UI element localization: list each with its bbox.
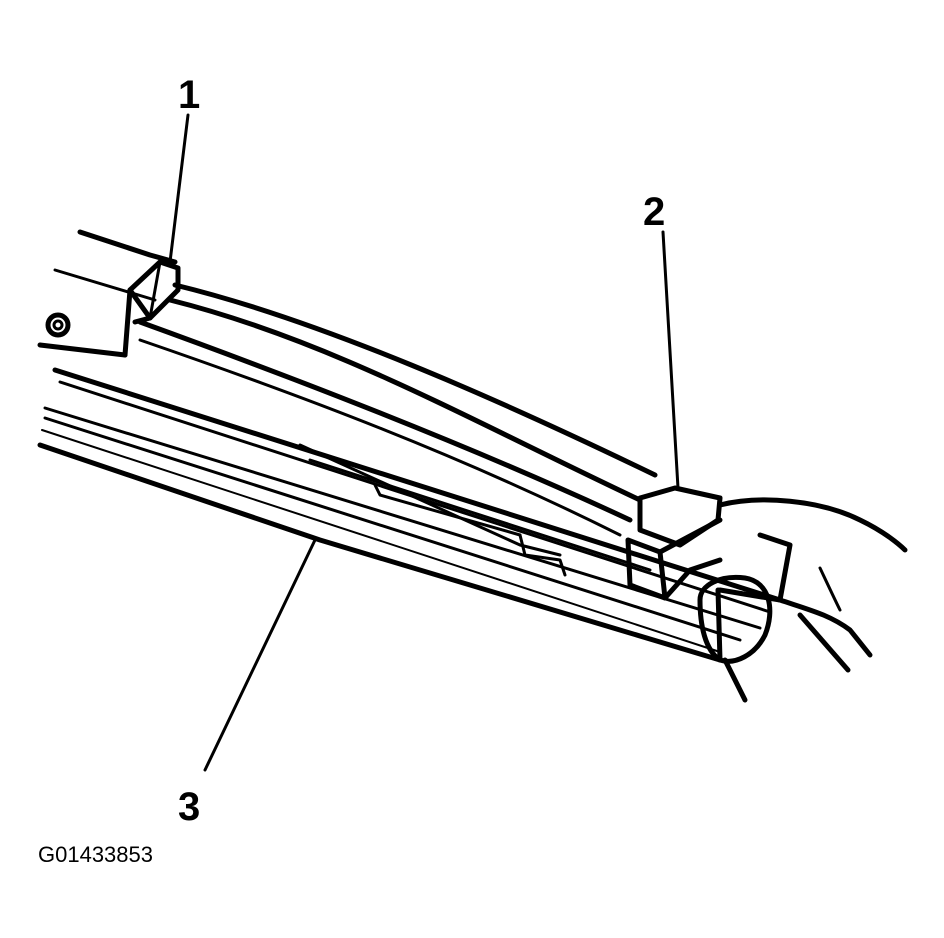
wiper-blade [37, 367, 793, 663]
retainer-clip-2 [625, 485, 723, 601]
leader-line-1 [168, 113, 190, 264]
callout-3: 3 [178, 785, 200, 829]
retainer-clip-1 [127, 259, 181, 325]
technician-hand [697, 497, 908, 703]
leader-lines [168, 113, 680, 772]
leader-line-2 [661, 230, 680, 490]
figure-id: G01433853 [38, 842, 153, 867]
leader-line-3 [203, 538, 317, 772]
callout-2: 2 [643, 190, 665, 234]
wiper-arm [37, 229, 658, 537]
callout-1: 1 [178, 73, 200, 117]
